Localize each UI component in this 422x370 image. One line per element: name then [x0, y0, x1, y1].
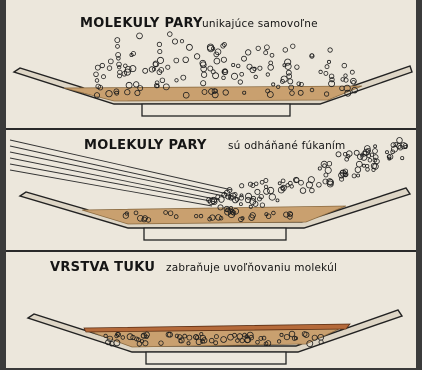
panel-blowing: MOLEKULY PARY sú odháňané fúkaním [6, 128, 416, 250]
pan-illustration-2 [6, 130, 416, 250]
panel-fat-layer: VRSTVA TUKU zabraňuje uvoľňovaniu molekú… [6, 250, 416, 370]
panel-evaporation: MOLEKULY PARY unikajúce samovoľne [6, 0, 416, 128]
pan-illustration-3 [6, 252, 416, 370]
pan-illustration-1 [6, 0, 416, 128]
air-flow-lines [10, 140, 232, 206]
